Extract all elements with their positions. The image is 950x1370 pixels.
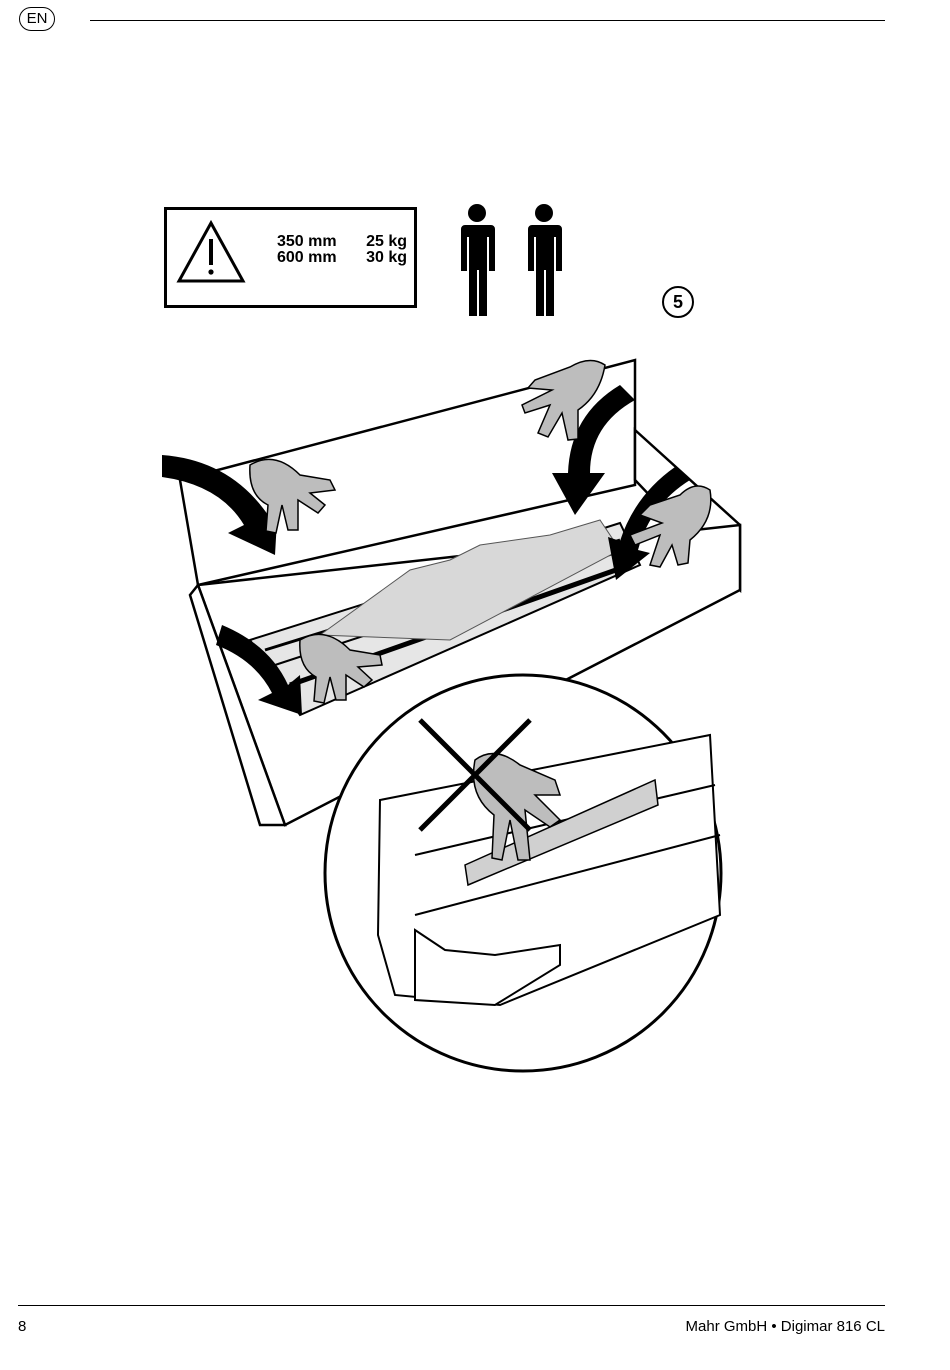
warning-size: 600 mm <box>277 250 337 266</box>
header-rule <box>90 20 885 21</box>
step-number: 5 <box>662 286 694 318</box>
weight-warning-box: 350 mm 25 kg 600 mm 30 kg <box>164 207 417 308</box>
page-number: 8 <box>18 1318 26 1335</box>
warning-row: 600 mm 30 kg <box>277 250 407 266</box>
warning-triangle-icon <box>175 219 247 285</box>
two-persons-icon <box>455 202 570 318</box>
language-badge: EN <box>19 7 55 31</box>
unpacking-box-illustration <box>150 355 750 1075</box>
footer-company: Mahr GmbH • Digimar 816 CL <box>686 1318 885 1335</box>
warning-weight: 25 kg <box>366 234 407 250</box>
footer-rule <box>18 1305 885 1306</box>
warning-row: 350 mm 25 kg <box>277 234 407 250</box>
warning-size: 350 mm <box>277 234 337 250</box>
warning-weight: 30 kg <box>366 250 407 266</box>
